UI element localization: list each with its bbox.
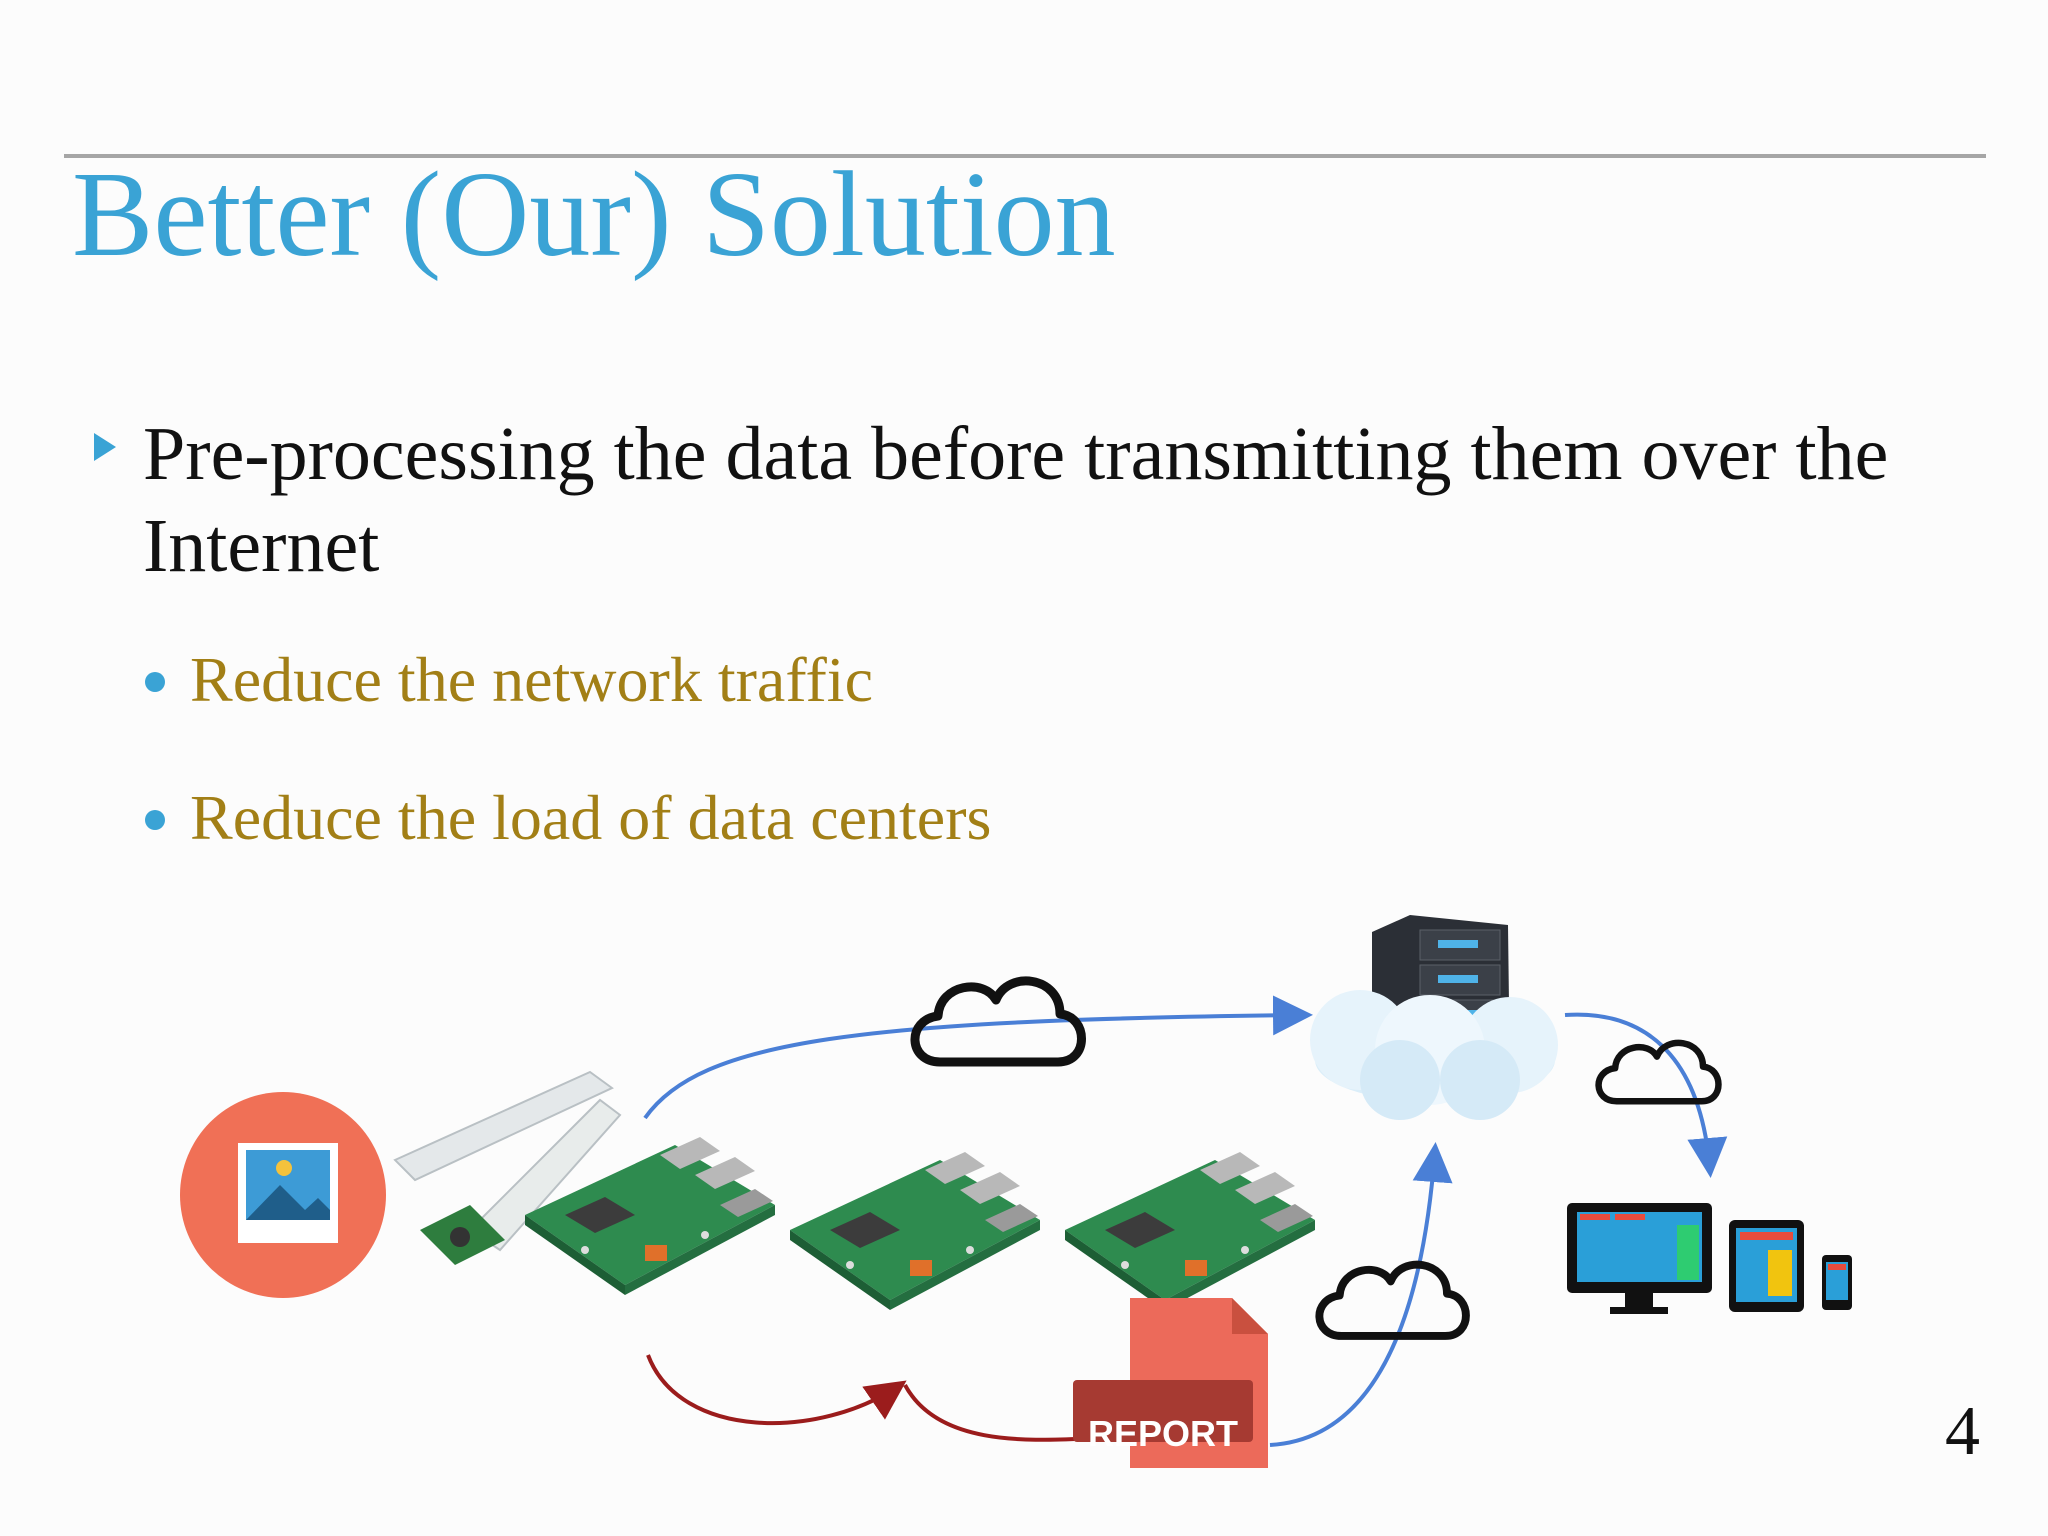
bullet-arrow-icon xyxy=(94,433,116,461)
image-icon xyxy=(180,1092,386,1298)
local-transfer-arrow xyxy=(646,1354,907,1425)
server-cloud-icon xyxy=(1310,915,1558,1120)
sub-bullet-dot-icon xyxy=(145,810,165,830)
raspberry-pi-board-icon xyxy=(1065,1152,1315,1310)
sub-bullet-dot-icon xyxy=(145,672,165,692)
phone-icon xyxy=(1822,1255,1852,1310)
sub-bullet-1: Reduce the network traffic xyxy=(190,644,873,715)
slide-title: Better (Our) Solution xyxy=(72,147,1116,282)
page-number: 4 xyxy=(1945,1393,1980,1470)
title-rule xyxy=(64,154,1986,158)
monitor-icon xyxy=(1567,1203,1712,1314)
report-file-icon: REPORT xyxy=(1073,1298,1268,1468)
camera-module-icon xyxy=(393,1070,622,1265)
report-upload-arrow xyxy=(1269,1142,1453,1447)
local-transfer-arrow-2 xyxy=(903,1384,1101,1442)
tablet-icon xyxy=(1729,1220,1804,1312)
raspberry-pi-board-icon xyxy=(790,1152,1040,1310)
main-bullet: Pre-processing the data before transmitt… xyxy=(143,412,1889,588)
cloud-outline-icon xyxy=(1319,1265,1466,1336)
cloud-outline-icon xyxy=(1599,1043,1719,1101)
upload-arrow xyxy=(643,995,1313,1120)
sub-bullet-2: Reduce the load of data centers xyxy=(190,782,992,853)
deliver-arrow xyxy=(1564,1012,1728,1178)
report-label: REPORT xyxy=(1088,1413,1238,1454)
